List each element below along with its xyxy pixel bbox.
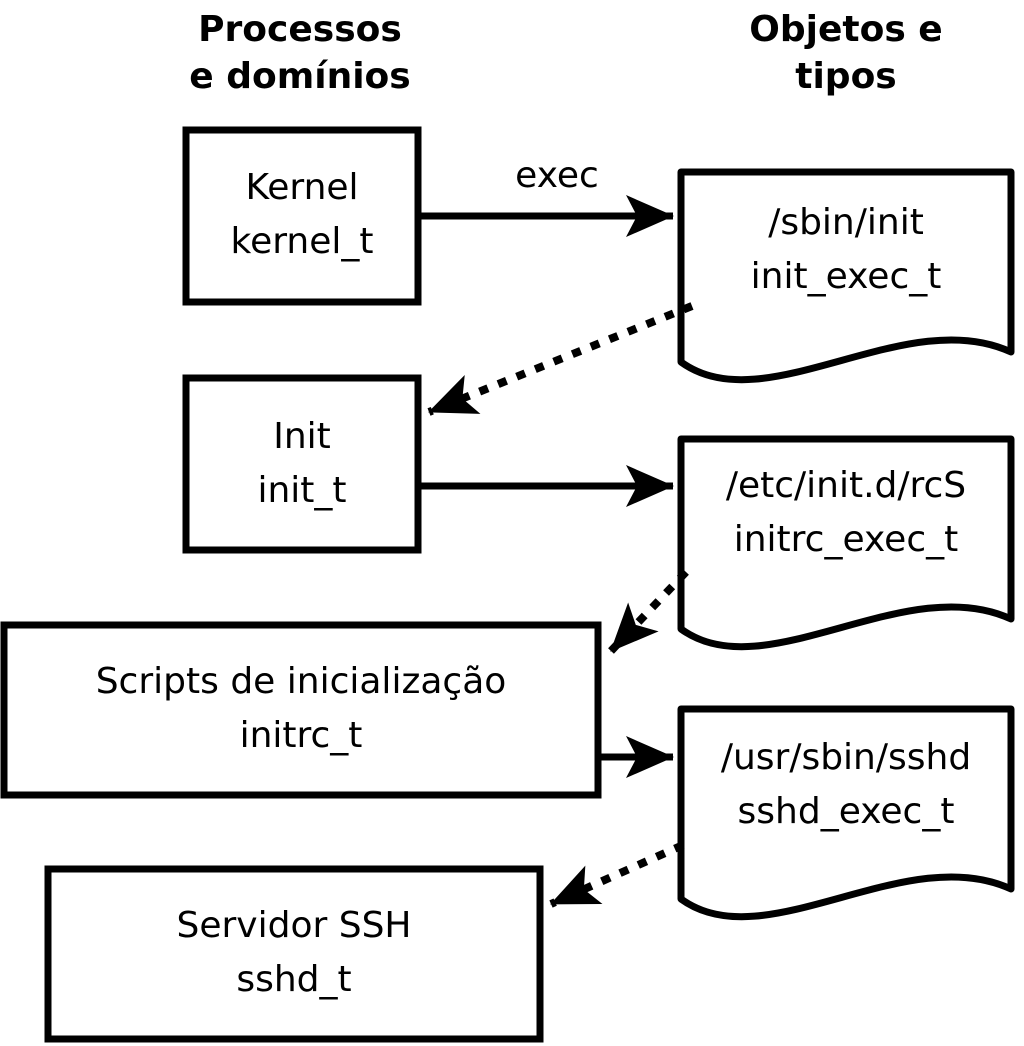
object-doc-init-exec [677,168,1015,384]
object-label-initrc-exec: /etc/init.d/rcS initrc_exec_t [681,459,1011,567]
process-box-initrc [0,621,602,799]
object-type: initrc_exec_t [733,519,959,560]
object-path: /usr/sbin/sshd [720,737,972,778]
transition-arrow-to-init [427,302,694,416]
transition-arrow-to-sshd [549,841,685,908]
transition-arrow-to-initrc [608,569,689,654]
process-label-sshd: Servidor SSH sshd_t [48,899,540,1007]
object-doc-initrc-exec [677,435,1015,651]
process-box-sshd [44,865,544,1043]
column-header-objects-line2: tipos [795,56,897,97]
process-box-kernel [182,126,422,306]
object-type: sshd_exec_t [737,791,955,832]
column-header-processes: Processos e domínios [110,6,490,100]
process-domain: init_t [257,470,347,511]
exec-label: exec [515,155,599,196]
process-name: Kernel [245,167,359,208]
process-name: Servidor SSH [176,905,412,946]
process-name: Scripts de inicialização [95,661,507,702]
process-name: Init [273,416,331,457]
object-doc-sshd-exec [677,705,1015,921]
object-path: /sbin/init [768,202,924,243]
process-box-init [182,374,422,554]
column-header-objects: Objetos e tipos [666,6,1024,100]
column-header-processes-line1: Processos [198,9,402,50]
column-header-processes-line2: e domínios [189,56,411,97]
process-label-init: Init init_t [186,410,418,518]
object-label-sshd-exec: /usr/sbin/sshd sshd_exec_t [681,731,1011,839]
column-header-objects-line1: Objetos e [749,9,943,50]
process-label-kernel: Kernel kernel_t [186,161,418,269]
process-domain: kernel_t [230,221,374,262]
process-domain: initrc_t [239,715,363,756]
process-label-initrc: Scripts de inicialização initrc_t [4,655,598,763]
object-type: init_exec_t [750,256,942,297]
object-path: /etc/init.d/rcS [725,465,967,506]
object-label-init-exec: /sbin/init init_exec_t [681,196,1011,304]
process-domain: sshd_t [236,959,352,1000]
